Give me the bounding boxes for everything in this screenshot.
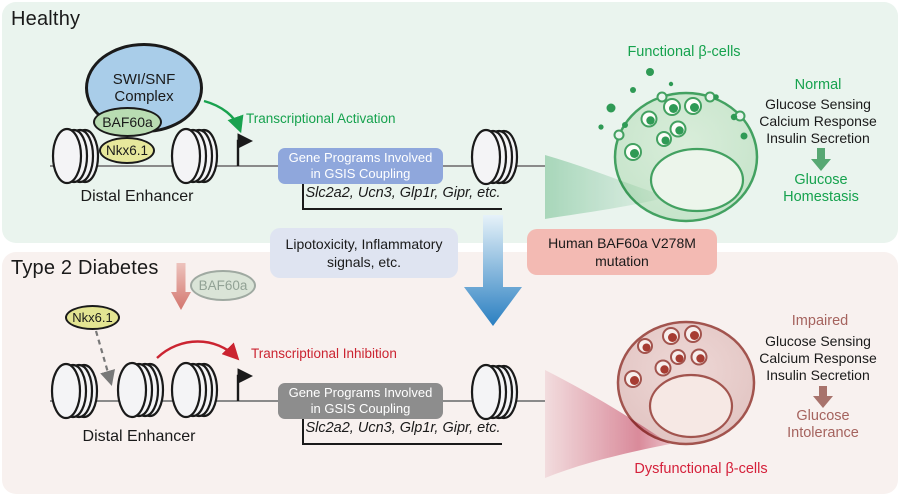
stress-signals-box: Lipotoxicity, Inflammatory signals, etc. [270,228,458,278]
function-calcium-response: Calcium Response [759,113,877,129]
nucleus [649,147,745,213]
function-insulin-secretion: Insulin Secretion [766,130,870,146]
transition-arrow [464,215,522,326]
activation-arrow [203,99,244,134]
retained-vesicles [624,325,708,388]
transcriptional-inhibition-label: Transcriptional Inhibition [251,346,397,361]
nkx61-label: Nkx6.1 [105,143,149,158]
function-calcium-response: Calcium Response [759,350,877,366]
functional-beta-cells-label: Functional β-cells [627,44,741,60]
mutation-line1: Human BAF60a V278M [548,235,696,251]
baf60a-label: BAF60a [102,114,153,130]
tss-arrow-healthy [236,133,254,166]
outcome-line2: Intolerance [787,425,859,441]
baf60a-faded-label: BAF60a [198,278,248,293]
functions-t2d: Glucose Sensing Calcium Response Insulin… [733,333,900,384]
outcome-line1: Glucose [794,172,848,188]
swisnf-label-line1: SWI/SNF [112,71,176,88]
nkx61-dashed-arrow [94,330,115,386]
status-normal: Normal [794,77,842,93]
outcome-arrow-healthy [811,148,831,171]
t2d-title: Type 2 Diabetes [11,257,159,279]
gene-programs-box-healthy: Gene Programs Involved in GSIS Coupling [278,148,443,184]
pink-swoosh [545,370,670,478]
stress-line1: Lipotoxicity, Inflammatory [285,236,443,252]
baf60a-decrease-arrow [171,263,191,310]
outcome-t2d: Glucose Intolerance [738,408,900,442]
gene-box-line2: in GSIS Coupling [310,166,411,181]
swisnf-label-line2: Complex [114,88,174,105]
nucleus [648,373,734,439]
outcome-line2: Homestasis [783,189,859,205]
gene-programs-box-t2d: Gene Programs Involved in GSIS Coupling [278,383,443,419]
inhibition-arrow [156,340,240,361]
gene-list-healthy: Slc2a2, Ucn3, Glp1r, Gipr, etc. [302,184,502,210]
transcriptional-activation-label: Transcriptional Activation [246,111,396,126]
baf60a-ellipse: BAF60a [93,107,162,137]
function-insulin-secretion: Insulin Secretion [766,367,870,383]
gene-box-line1: Gene Programs Involved [288,385,433,400]
function-glucose-sensing: Glucose Sensing [765,333,871,349]
membrane-notches [613,91,746,141]
insulin-vesicles [624,97,702,161]
function-glucose-sensing: Glucose Sensing [765,96,871,112]
gene-box-line2: in GSIS Coupling [310,401,411,416]
distal-enhancer-label-t2d: Distal Enhancer [82,428,196,445]
status-impaired: Impaired [791,313,849,329]
nkx61-ellipse: Nkx6.1 [99,137,155,164]
tss-arrow-t2d [236,368,254,401]
nkx61-ellipse-t2d: Nkx6.1 [65,305,120,330]
stress-line2: signals, etc. [327,254,401,270]
gene-box-line1: Gene Programs Involved [288,150,433,165]
baf60a-faded-ellipse: BAF60a [190,270,256,301]
outcome-arrow-t2d [813,386,833,408]
functional-beta-cell [545,68,759,223]
mutation-box: Human BAF60a V278M mutation [527,229,717,275]
gene-list-t2d: Slc2a2, Ucn3, Glp1r, Gipr, etc. [302,419,502,445]
dysfunctional-beta-cells-label: Dysfunctional β-cells [634,461,768,477]
secreted-insulin-dots [598,68,748,140]
distal-enhancer-label-healthy: Distal Enhancer [80,188,194,205]
functions-healthy: Glucose Sensing Calcium Response Insulin… [733,96,900,147]
dysfunctional-beta-cell [545,320,756,478]
outcome-healthy: Glucose Homestasis [736,172,900,206]
green-swoosh [545,155,668,219]
mutation-line2: mutation [595,253,649,269]
nkx61-label-t2d: Nkx6.1 [72,310,113,325]
healthy-title: Healthy [11,8,81,30]
outcome-line1: Glucose [796,408,850,424]
